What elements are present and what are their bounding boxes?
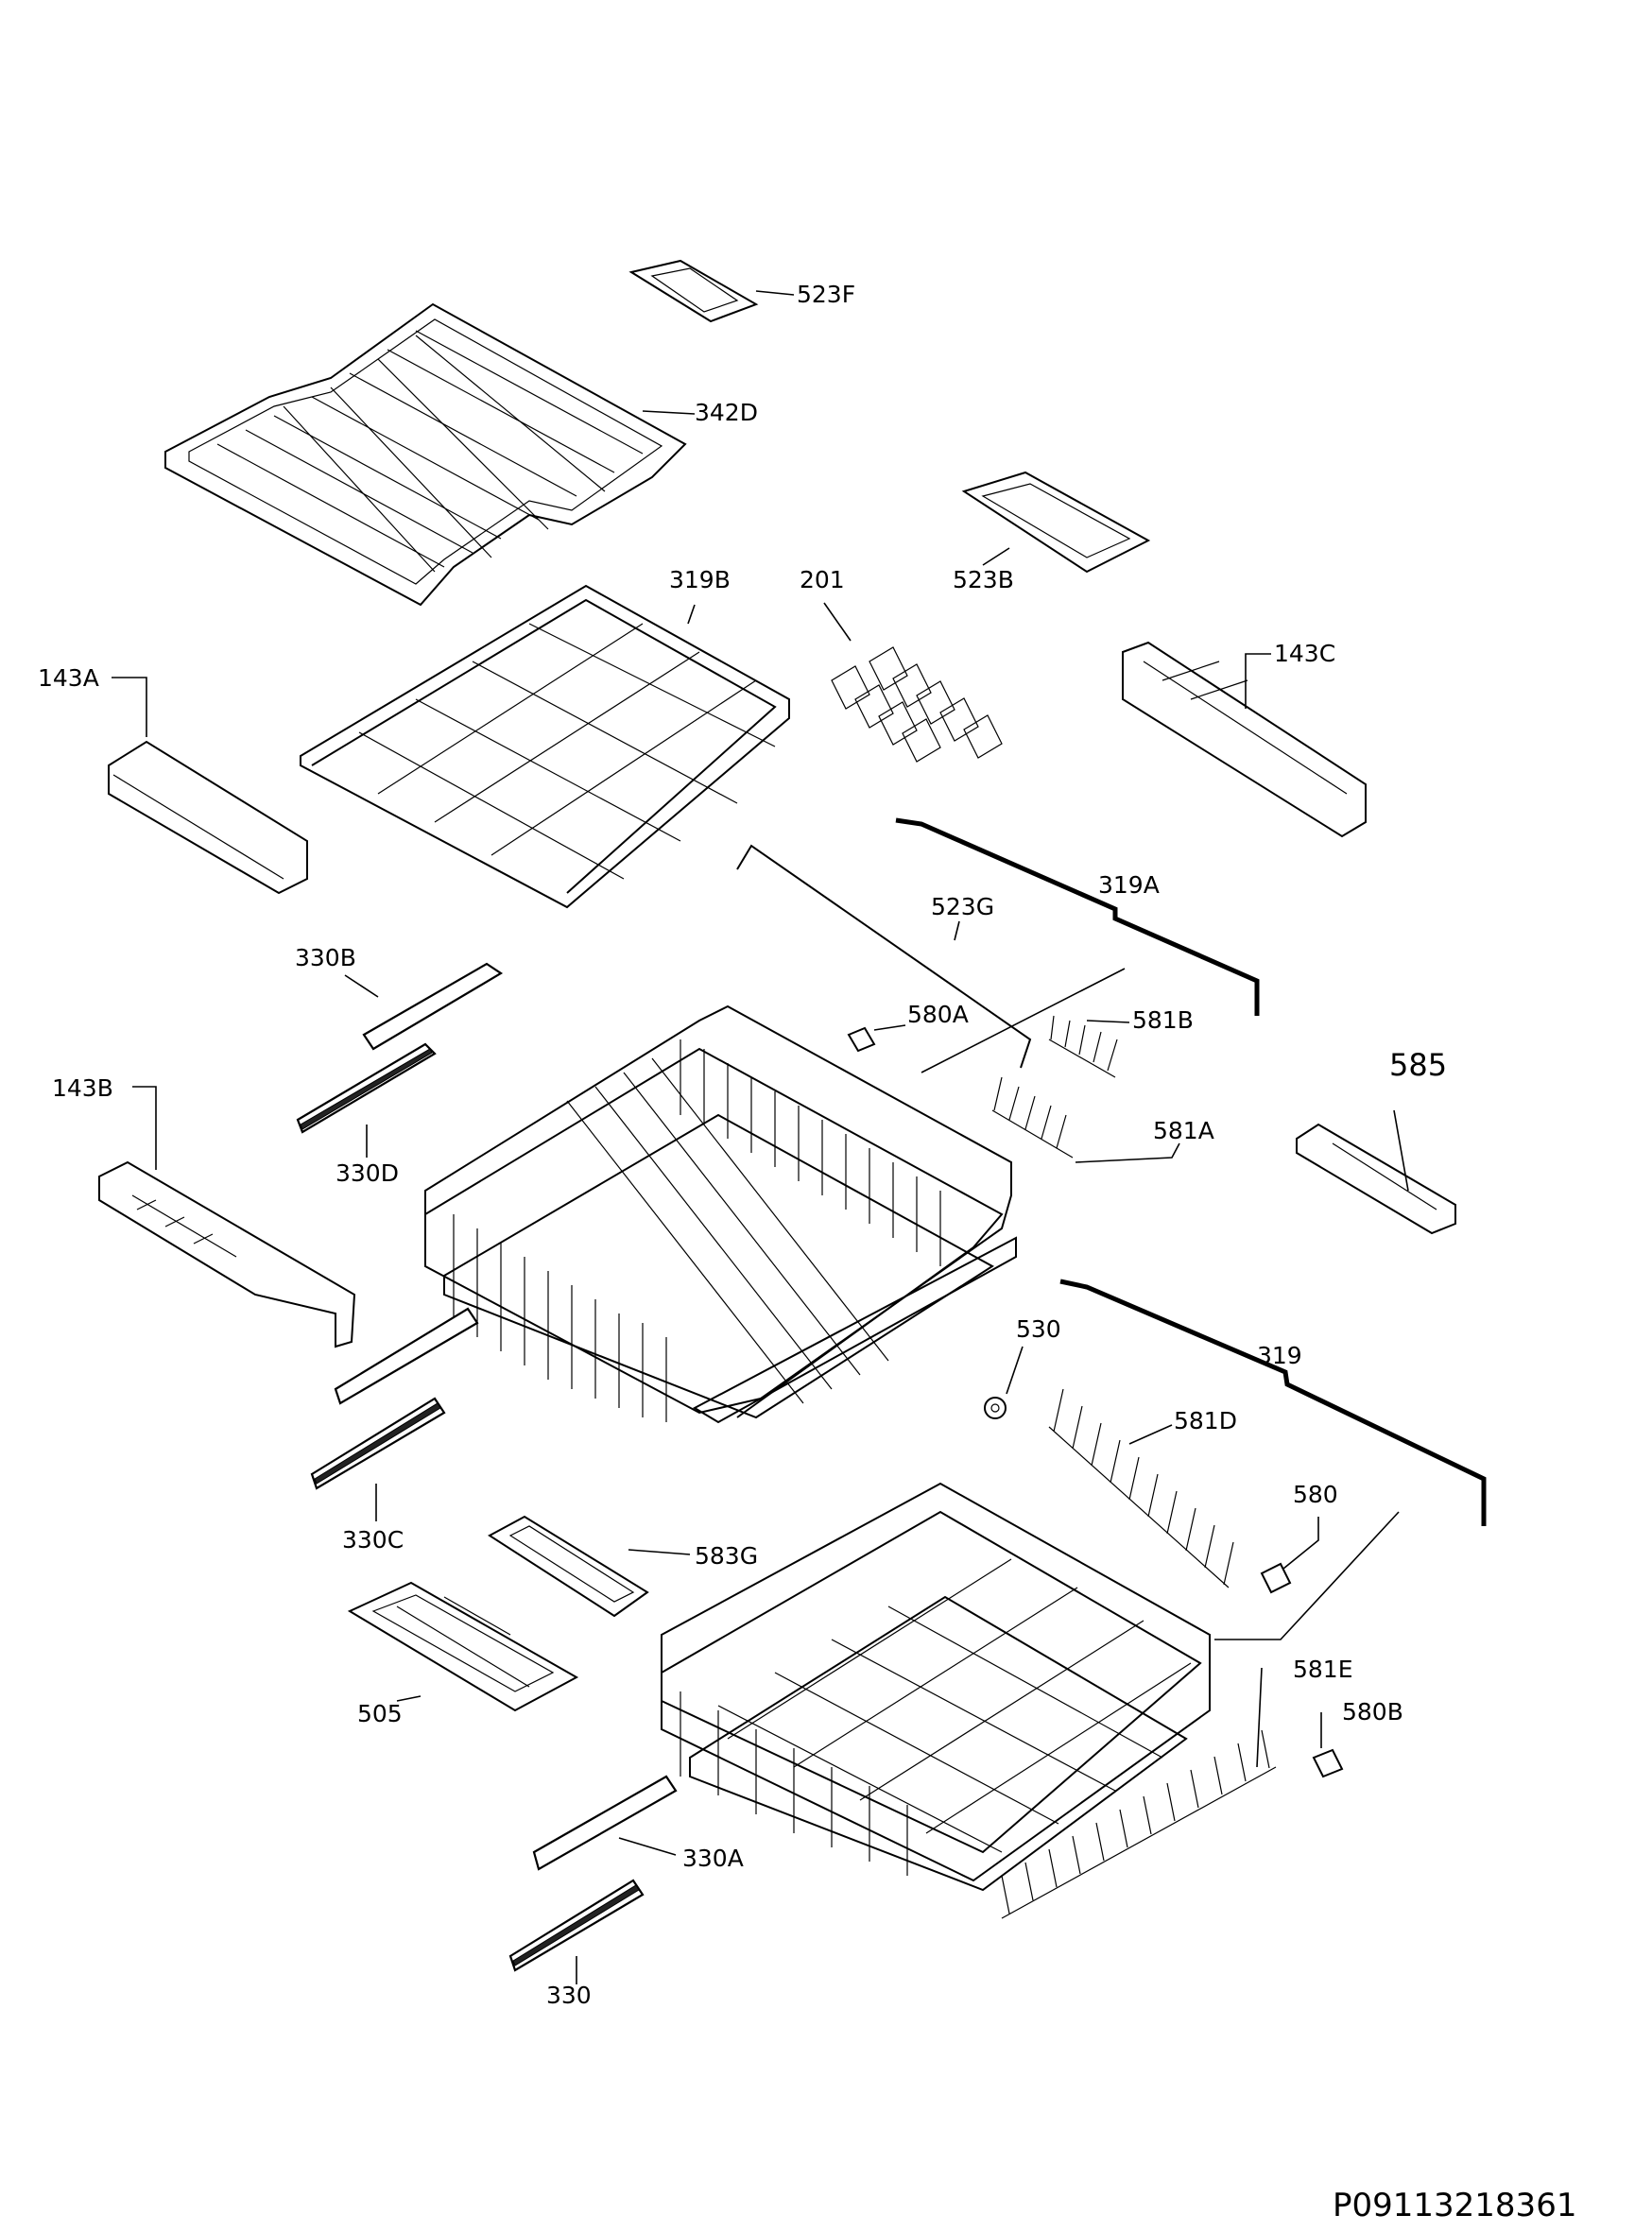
part-143A[interactable] [108, 740, 308, 895]
label-585: 585 [1389, 1047, 1447, 1083]
label-143C: 143C [1274, 640, 1335, 667]
label-581E: 581E [1293, 1656, 1353, 1683]
label-319: 319 [1257, 1342, 1302, 1369]
upper-basket[interactable] [424, 1004, 1017, 1424]
label-581B: 581B [1132, 1006, 1194, 1034]
part-319B[interactable] [300, 584, 790, 909]
part-580[interactable] [1260, 1562, 1292, 1594]
label-580B: 580B [1342, 1698, 1403, 1726]
upper-basket-tines [453, 1039, 941, 1422]
label-330A: 330A [682, 1845, 744, 1872]
part-319A[interactable] [895, 817, 1260, 1016]
lower-basket-wires [680, 1558, 1192, 1876]
part-523F[interactable] [628, 259, 759, 323]
label-581A: 581A [1153, 1117, 1214, 1144]
label-523G: 523G [931, 893, 994, 920]
part-580B[interactable] [1312, 1748, 1344, 1778]
part-labels: 523F 342D 523B 319B 201 143A 143C 319A 5… [38, 281, 1447, 2009]
label-201: 201 [800, 566, 845, 593]
label-143A: 143A [38, 664, 99, 692]
tray-tines [216, 330, 644, 573]
label-580A: 580A [907, 1001, 969, 1028]
part-143B[interactable] [98, 1160, 356, 1348]
part-581A[interactable] [991, 1076, 1074, 1159]
part-523G[interactable] [736, 844, 1032, 1069]
label-505: 505 [357, 1700, 403, 1727]
label-319A: 319A [1098, 871, 1160, 899]
part-319[interactable] [1059, 1279, 1487, 1526]
part-342D[interactable] [164, 302, 687, 607]
part-143C[interactable] [1122, 641, 1367, 838]
label-319B: 319B [669, 566, 731, 593]
label-583G: 583G [695, 1542, 758, 1570]
part-330B[interactable] [362, 962, 504, 1051]
label-143B: 143B [52, 1074, 113, 1102]
part-505[interactable] [347, 1581, 579, 1712]
part-580A[interactable] [847, 1026, 876, 1053]
part-523B[interactable] [961, 471, 1151, 574]
label-330B: 330B [295, 944, 356, 971]
part-330[interactable] [508, 1879, 645, 1972]
label-581D: 581D [1174, 1407, 1237, 1434]
part-583G[interactable] [488, 1515, 649, 1618]
label-330C: 330C [342, 1526, 404, 1554]
label-523F: 523F [797, 281, 855, 308]
label-330: 330 [546, 1982, 592, 2009]
label-342D: 342D [695, 399, 758, 426]
drawing-code: P09113218361 [1333, 2187, 1576, 2224]
part-330D[interactable] [296, 1042, 437, 1134]
label-530: 530 [1016, 1315, 1061, 1343]
part-530[interactable] [984, 1397, 1007, 1419]
part-581E[interactable] [1001, 1729, 1277, 1919]
label-523B: 523B [953, 566, 1014, 593]
part-330C[interactable] [310, 1397, 446, 1490]
part-330-mid-roller[interactable] [334, 1307, 479, 1405]
lower-basket[interactable] [661, 1482, 1211, 1892]
part-201[interactable] [831, 646, 1003, 763]
part-581B[interactable] [1048, 1015, 1118, 1078]
part-585[interactable] [1296, 1123, 1456, 1235]
part-330A[interactable] [532, 1775, 678, 1871]
label-330D: 330D [336, 1159, 399, 1187]
label-580: 580 [1293, 1481, 1338, 1508]
part-581D[interactable] [1048, 1388, 1234, 1588]
